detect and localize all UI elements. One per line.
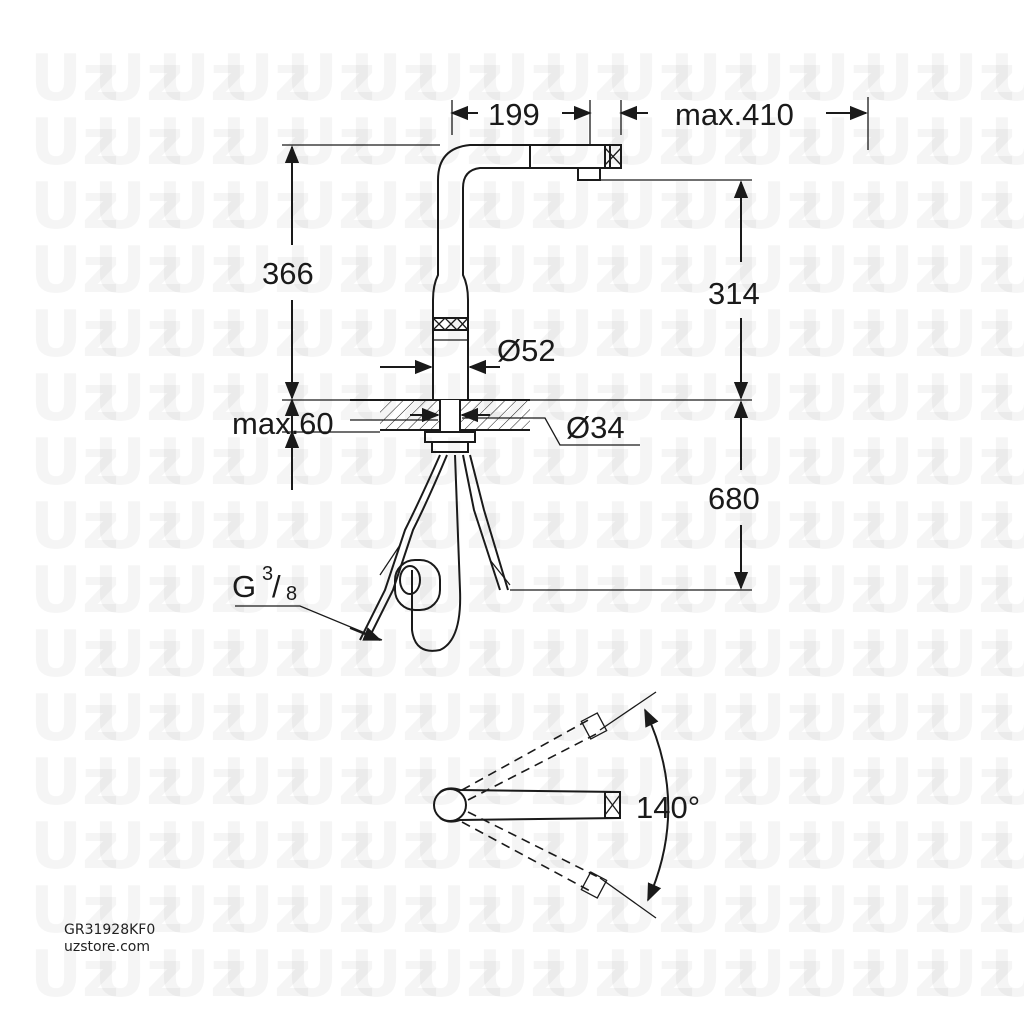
watermark-text: Uz xyxy=(990,682,1024,756)
watermark-text: Uz xyxy=(990,298,1024,372)
thread-denominator-label: 8 xyxy=(286,583,297,605)
countertop-section xyxy=(350,399,530,453)
thread-slash: / xyxy=(272,569,281,604)
watermark-text: Uz xyxy=(990,362,1024,436)
watermark-text: Uz xyxy=(990,426,1024,500)
watermark-text: Uz xyxy=(990,810,1024,884)
site-label: uzstore.com xyxy=(64,939,150,955)
pullout-max-label: max.410 xyxy=(675,97,794,132)
watermark-text: Uz xyxy=(990,106,1024,180)
dimension-lines xyxy=(235,97,869,641)
watermark-text: Uz xyxy=(990,874,1024,948)
watermark-text: Uz xyxy=(990,490,1024,564)
watermark-text: Uz xyxy=(990,938,1024,1012)
deck-max-label: max.60 xyxy=(232,406,334,441)
swivel-angle-label: 140° xyxy=(636,790,700,825)
supply-hoses xyxy=(359,454,511,652)
product-code-label: GR31928KF0 xyxy=(64,922,155,938)
watermark-text: Uz xyxy=(990,170,1024,244)
thread-numerator-label: 3 xyxy=(262,563,273,585)
watermark-text: Uz xyxy=(990,554,1024,628)
hose-length-label: 680 xyxy=(708,481,760,516)
watermark-text: Uz xyxy=(990,42,1024,116)
hole-diameter-label: Ø34 xyxy=(566,410,625,445)
watermark-text: Uz xyxy=(990,234,1024,308)
watermark-text: Uz xyxy=(990,746,1024,820)
base-diameter-label: Ø52 xyxy=(497,333,556,368)
spout-height-label: 314 xyxy=(708,276,760,311)
total-height-label: 366 xyxy=(262,256,314,291)
thread-g-label: G xyxy=(232,569,256,604)
watermark-text: Uz xyxy=(990,618,1024,692)
spout-reach-label: 199 xyxy=(488,97,540,132)
faucet-side-view xyxy=(432,144,622,400)
swivel-top-view xyxy=(433,691,670,919)
watermark-pattern: UzUzUzUzUzUzUzUzUzUzUzUzUzUzUzUzUzUzUzUz… xyxy=(30,42,1024,1012)
